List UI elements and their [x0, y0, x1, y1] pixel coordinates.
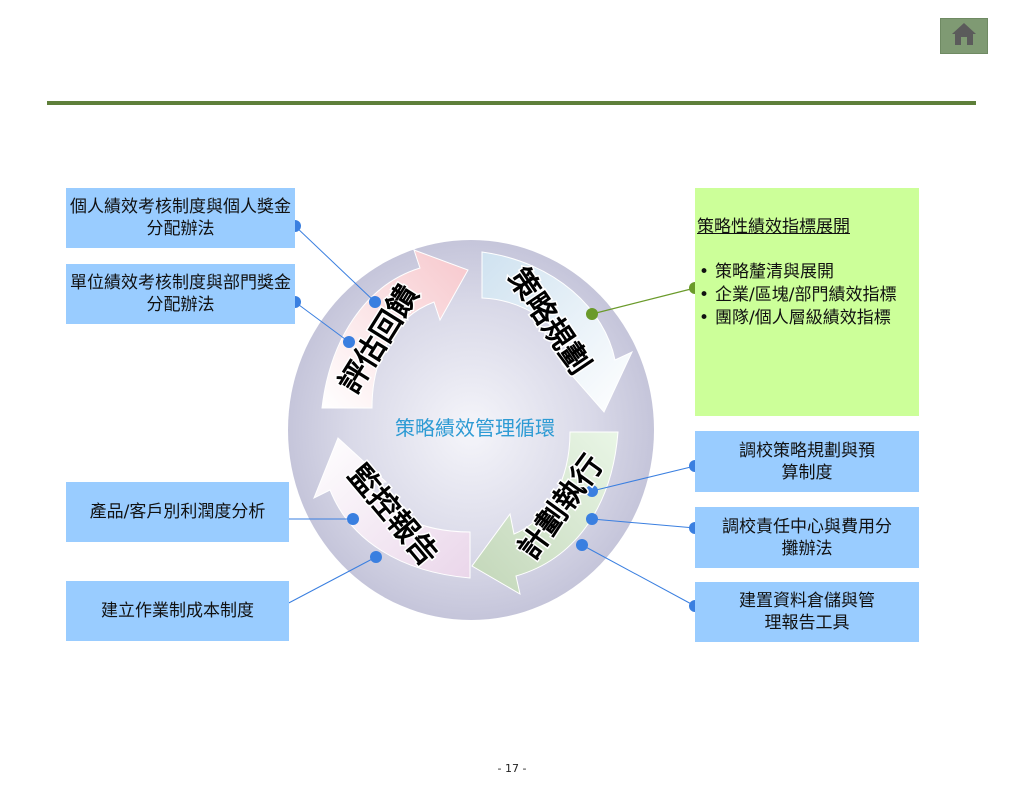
arrow-plan: [481, 251, 634, 413]
info-box-strategy-budget: 調校策略規劃與預算制度: [695, 431, 919, 492]
header-divider: [47, 101, 976, 105]
list-item: 企業/區塊/部門績效指標: [697, 284, 913, 307]
connector-dot: [586, 485, 598, 497]
info-box-responsibility-center: 調校責任中心與費用分攤辦法: [695, 507, 919, 568]
panel-heading: 策略性績效指標展開: [697, 217, 850, 237]
connector-dot: [586, 308, 598, 320]
info-box-data-warehouse: 建置資料倉儲與管理報告工具: [695, 582, 919, 642]
connector-dot: [586, 513, 598, 525]
connector-line: [591, 518, 696, 529]
info-box-unit-appraisal: 單位績效考核制度與部門獎金分配辦法: [66, 264, 295, 324]
home-icon: [950, 21, 978, 51]
arrow-monitor: [313, 437, 471, 579]
connector-dot: [576, 539, 588, 551]
list-item: 團隊/個人層級績效指標: [697, 307, 913, 330]
page-number: - 17 -: [497, 762, 527, 775]
connector-line: [282, 556, 377, 607]
arrow-evaluate: [321, 249, 469, 409]
connector-dot: [347, 513, 359, 525]
connector-line: [591, 287, 696, 315]
connector-dot: [369, 296, 381, 308]
strategic-kpi-panel: 策略性績效指標展開 策略釐清與展開 企業/區塊/部門績效指標 團隊/個人層級績效…: [695, 188, 919, 416]
kpi-bullet-list: 策略釐清與展開 企業/區塊/部門績效指標 團隊/個人層級績效指標: [697, 261, 913, 330]
connector-line: [294, 301, 350, 343]
home-button[interactable]: [940, 18, 988, 54]
connector-dot: [343, 336, 355, 348]
connector-line: [591, 465, 696, 492]
cycle-center-label: 策略績效管理循環: [395, 416, 555, 440]
arrow-execute: [471, 431, 619, 596]
list-item: 策略釐清與展開: [697, 261, 913, 284]
info-box-abc-costing: 建立作業制成本制度: [66, 581, 289, 641]
connector-dot: [370, 551, 382, 563]
connector-line: [581, 544, 696, 607]
info-box-personal-appraisal: 個人績效考核制度與個人獎金分配辦法: [66, 188, 295, 248]
info-box-profitability-analysis: 產品/客戶別利潤度分析: [66, 482, 289, 542]
connector-line: [294, 225, 376, 303]
